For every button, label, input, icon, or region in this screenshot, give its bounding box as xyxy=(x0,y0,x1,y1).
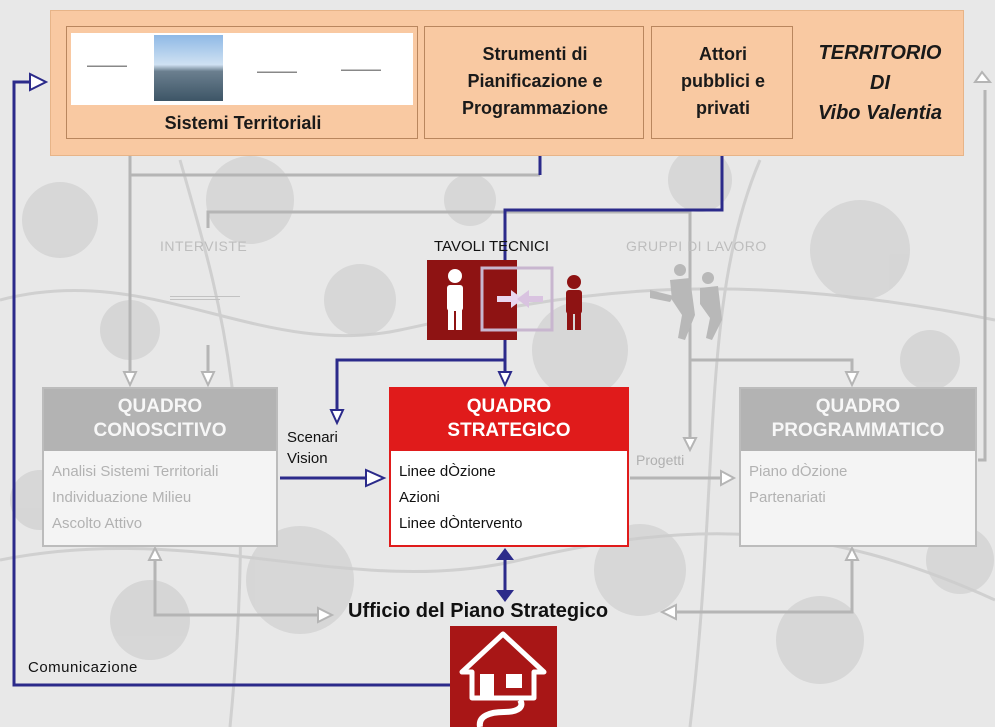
quadro-title-line: QUADRO xyxy=(117,396,203,417)
quadro-title-line: QUADRO xyxy=(466,396,552,417)
list-item: Piano dÒzione xyxy=(749,463,848,480)
strumenti-line: Programmazione xyxy=(461,98,609,118)
ufficio-piano-strategico-label: Ufficio del Piano Strategico xyxy=(348,600,609,622)
gruppi-di-lavoro-icon xyxy=(650,264,722,340)
quadro-title-line: STRATEGICO xyxy=(447,420,571,441)
attori-cell: Attori pubblici e privati xyxy=(651,26,793,139)
sistemi-territoriali-label: Sistemi Territoriali xyxy=(164,113,322,133)
strumenti-cell: Strumenti di Pianificazione e Programmaz… xyxy=(424,26,644,139)
tavoli-tecnici-icon xyxy=(427,260,587,340)
territorio-line: TERRITORIO xyxy=(818,42,942,64)
home-office-icon xyxy=(450,626,557,727)
list-item: Individuazione Milieu xyxy=(52,489,192,506)
quadro-title-line: PROGRAMMATICO xyxy=(771,420,945,441)
attori-line: pubblici e xyxy=(680,71,765,91)
quadro-programmatico-title: QUADRO PROGRAMMATICO xyxy=(741,389,975,451)
list-item: Partenariati xyxy=(749,489,826,506)
interviste-document-icon xyxy=(170,296,240,302)
scenari-vision-label: Scenari Vision xyxy=(287,427,338,469)
quadro-title-line: CONOSCITIVO xyxy=(93,420,227,441)
thumb-caption: ▬▬▬▬▬▬▬▬ xyxy=(87,63,127,69)
quadro-programmatico-items: Piano dÒzione Partenariati xyxy=(749,459,847,511)
interviste-label: INTERVISTE xyxy=(160,238,248,254)
list-item: Linee dÒzione xyxy=(399,463,496,480)
quadro-conoscitivo-items: Analisi Sistemi Territoriali Individuazi… xyxy=(52,459,218,537)
tavoli-tecnici-label: TAVOLI TECNICI xyxy=(434,238,550,255)
quadro-strategico: QUADRO STRATEGICO Linee dÒzione Azioni L… xyxy=(389,387,629,547)
quadro-title-line: QUADRO xyxy=(815,396,901,417)
progetti-label: Progetti xyxy=(636,452,685,468)
strumenti-label: Strumenti di Pianificazione e Programmaz… xyxy=(425,41,645,122)
quadro-strategico-title: QUADRO STRATEGICO xyxy=(391,389,627,451)
scenari-label-line: Scenari xyxy=(287,429,338,446)
territorio-line: Vibo Valentia xyxy=(817,102,943,124)
strumenti-line: Pianificazione e xyxy=(467,71,603,91)
attori-line: Attori xyxy=(699,44,747,64)
comunicazione-label: Comunicazione xyxy=(28,659,138,676)
quadro-programmatico: QUADRO PROGRAMMATICO Piano dÒzione Parte… xyxy=(739,387,977,547)
territorio-line: DI xyxy=(870,72,890,94)
quadro-conoscitivo-title: QUADRO CONOSCITIVO xyxy=(44,389,276,451)
vision-label-line: Vision xyxy=(287,450,328,467)
gruppi-di-lavoro-label: GRUPPI DI LAVORO xyxy=(626,238,767,254)
list-item: Ascolto Attivo xyxy=(52,515,143,532)
sistemi-territoriali-cell: ▬▬▬▬▬▬▬▬ ▬▬▬▬▬▬▬▬ ▬▬▬▬▬▬▬▬ Sistemi Terri… xyxy=(66,26,418,139)
list-item: Azioni xyxy=(399,489,440,506)
people-meeting-icon xyxy=(447,266,582,332)
strumenti-line: Strumenti di xyxy=(482,44,588,64)
list-item: Analisi Sistemi Territoriali xyxy=(52,463,219,480)
quadro-conoscitivo: QUADRO CONOSCITIVO Analisi Sistemi Terri… xyxy=(42,387,278,547)
thumb-caption: ▬▬▬▬▬▬▬▬ xyxy=(341,67,381,73)
quadro-strategico-items: Linee dÒzione Azioni Linee dÒntervento xyxy=(399,459,522,537)
attori-line: privati xyxy=(695,98,751,118)
list-item: Linee dÒntervento xyxy=(399,515,523,532)
attori-label: Attori pubblici e privati xyxy=(652,41,794,122)
landscape-photo xyxy=(154,35,223,101)
thumb-caption: ▬▬▬▬▬▬▬▬ xyxy=(257,69,297,75)
territorio-title: TERRITORIO DI Vibo Valentia xyxy=(796,38,964,128)
sistemi-photo-strip: ▬▬▬▬▬▬▬▬ ▬▬▬▬▬▬▬▬ ▬▬▬▬▬▬▬▬ xyxy=(71,33,413,105)
